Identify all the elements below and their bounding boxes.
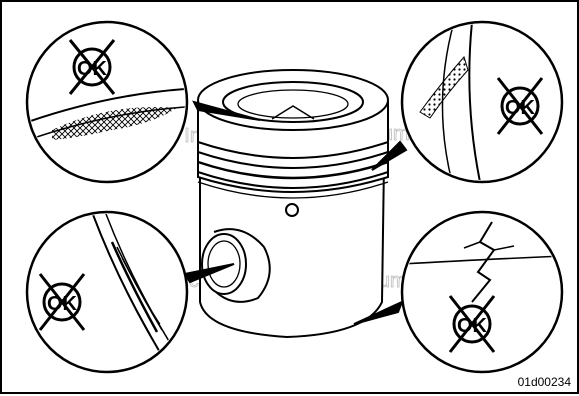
figure-id-label: 01d00234 — [518, 375, 571, 389]
oil-hole — [286, 204, 298, 216]
detail-crown-erosion: OK — [22, 22, 202, 182]
detail-pin-bore-scoring: OK — [27, 212, 187, 372]
detail-skirt-cracking: OK — [402, 212, 562, 372]
detail-ring-land-damage: OK — [402, 22, 562, 182]
